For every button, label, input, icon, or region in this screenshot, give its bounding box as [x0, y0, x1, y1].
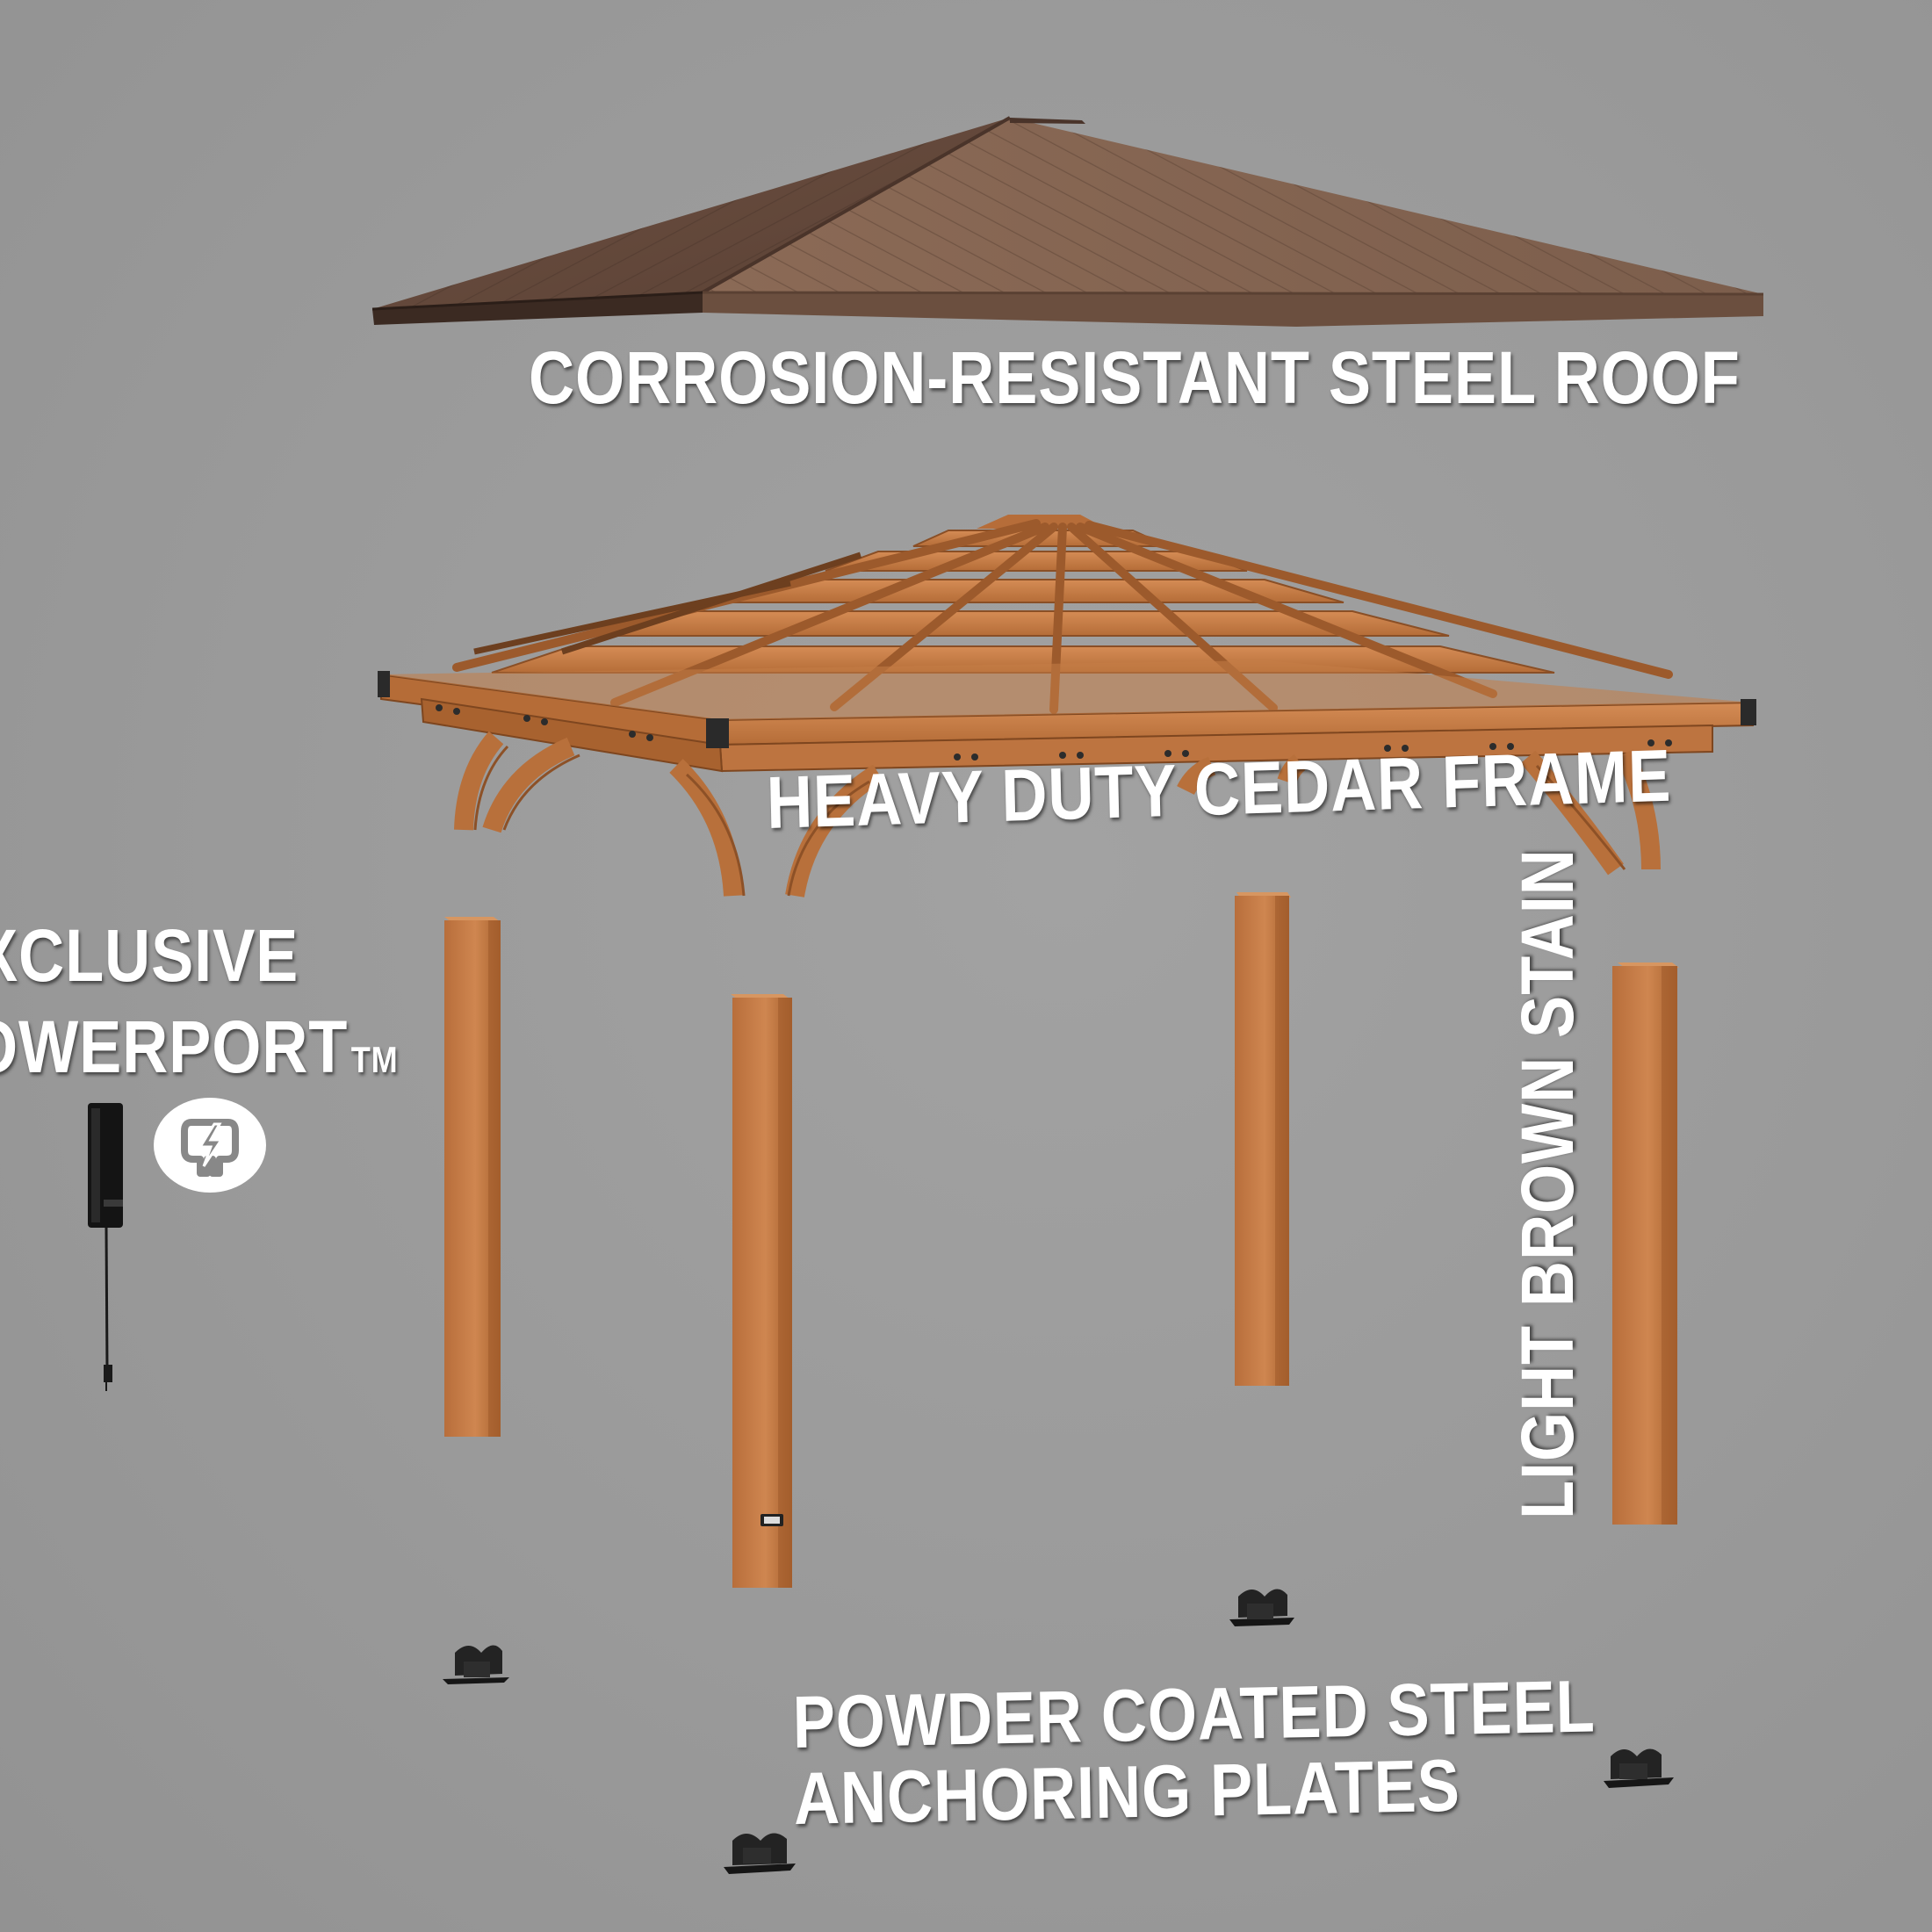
post-front-right	[1612, 962, 1679, 1525]
anchor-plates	[443, 1589, 1674, 1874]
powerport-label-line1: XCLUSIVE	[0, 914, 299, 997]
plug-lightning-icon	[154, 1098, 266, 1193]
anchor-plates-label: POWDER COATED STEEL ANCHORING PLATES	[792, 1664, 1596, 1841]
anchor-plate-4	[724, 1833, 796, 1874]
anchor-plate-2	[1229, 1589, 1294, 1626]
trademark-mark: TM	[350, 1039, 399, 1080]
steel-roof	[371, 116, 1764, 327]
stain-label: LIGHT BROWN STAIN	[1506, 848, 1589, 1519]
powerport-device	[88, 1103, 123, 1391]
cedar-frame	[378, 515, 1756, 898]
powerport-label-line2: OWERPORTTM	[0, 1010, 399, 1084]
anchor-plates-label-line2: ANCHORING PLATES	[793, 1743, 1461, 1841]
steel-roof-label: CORROSION-RESISTANT STEEL ROOF	[529, 336, 1741, 419]
post-back-left	[444, 917, 501, 1437]
cedar-posts	[444, 892, 1679, 1588]
anchor-plate-1	[443, 1645, 509, 1684]
anchor-plate-3	[1604, 1748, 1674, 1788]
post-front-left	[731, 994, 792, 1588]
powerport-label-text: OWERPORT	[0, 1006, 349, 1088]
post-back-right	[1235, 892, 1291, 1386]
